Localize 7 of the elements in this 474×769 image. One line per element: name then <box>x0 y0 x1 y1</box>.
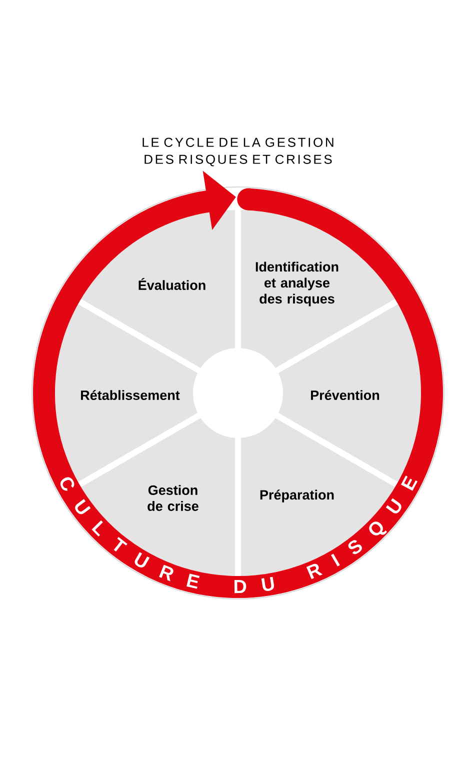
title: LE CYCLE DE LA GESTION DES RISQUES ET CRISES <box>142 138 334 166</box>
sector-label: Gestion de crise <box>148 485 198 511</box>
sector-label: Identification et analyse des risques <box>256 262 338 306</box>
sector-label: Rétablissement <box>81 390 180 400</box>
sector-label: Préparation <box>260 490 334 502</box>
sector-label: Évaluation <box>138 278 206 290</box>
sector-label: Prévention <box>311 390 380 400</box>
